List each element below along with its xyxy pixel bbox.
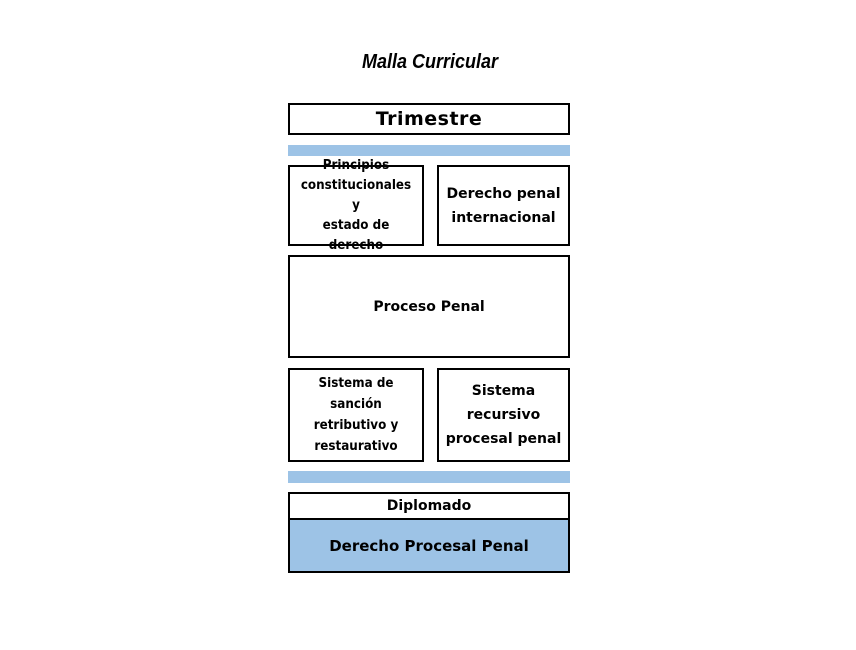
course-sistema-recursivo: Sistema recursivo procesal penal xyxy=(437,368,570,462)
course-label: Proceso Penal xyxy=(373,298,485,315)
separator-bar-bottom xyxy=(288,471,570,483)
trimestre-header: Trimestre xyxy=(288,103,570,135)
course-line: Principios xyxy=(322,157,390,173)
course-line: procesal penal xyxy=(445,431,562,447)
course-line: Derecho penal xyxy=(446,185,561,202)
course-line: Sistema xyxy=(471,383,536,399)
course-sistema-sancion: Sistema de sanción retributivo y restaur… xyxy=(288,368,424,462)
diplomado-header: Diplomado xyxy=(288,492,570,520)
course-line: recursivo xyxy=(466,407,541,423)
diagram-title: Malla Curricular xyxy=(361,51,499,73)
course-derecho-penal-internacional: Derecho penal internacional xyxy=(437,165,570,246)
course-line: restaurativo xyxy=(314,439,398,454)
diplomado-label: Diplomado xyxy=(386,498,472,514)
course-line: retributivo y xyxy=(313,418,399,433)
course-principios-constitucionales: Principios constitucionales y estado de … xyxy=(288,158,424,253)
diplomado-name: Derecho Procesal Penal xyxy=(329,536,529,555)
course-proceso-penal: Proceso Penal xyxy=(288,255,570,358)
diplomado-program: Derecho Procesal Penal xyxy=(288,518,570,573)
course-line: estado de derecho xyxy=(322,217,390,253)
course-line: Sistema de sanción xyxy=(318,376,394,412)
separator-bar-top xyxy=(288,145,570,156)
course-line: internacional xyxy=(451,209,556,226)
course-line: constitucionales y xyxy=(300,177,412,213)
trimestre-label: Trimestre xyxy=(375,108,483,130)
